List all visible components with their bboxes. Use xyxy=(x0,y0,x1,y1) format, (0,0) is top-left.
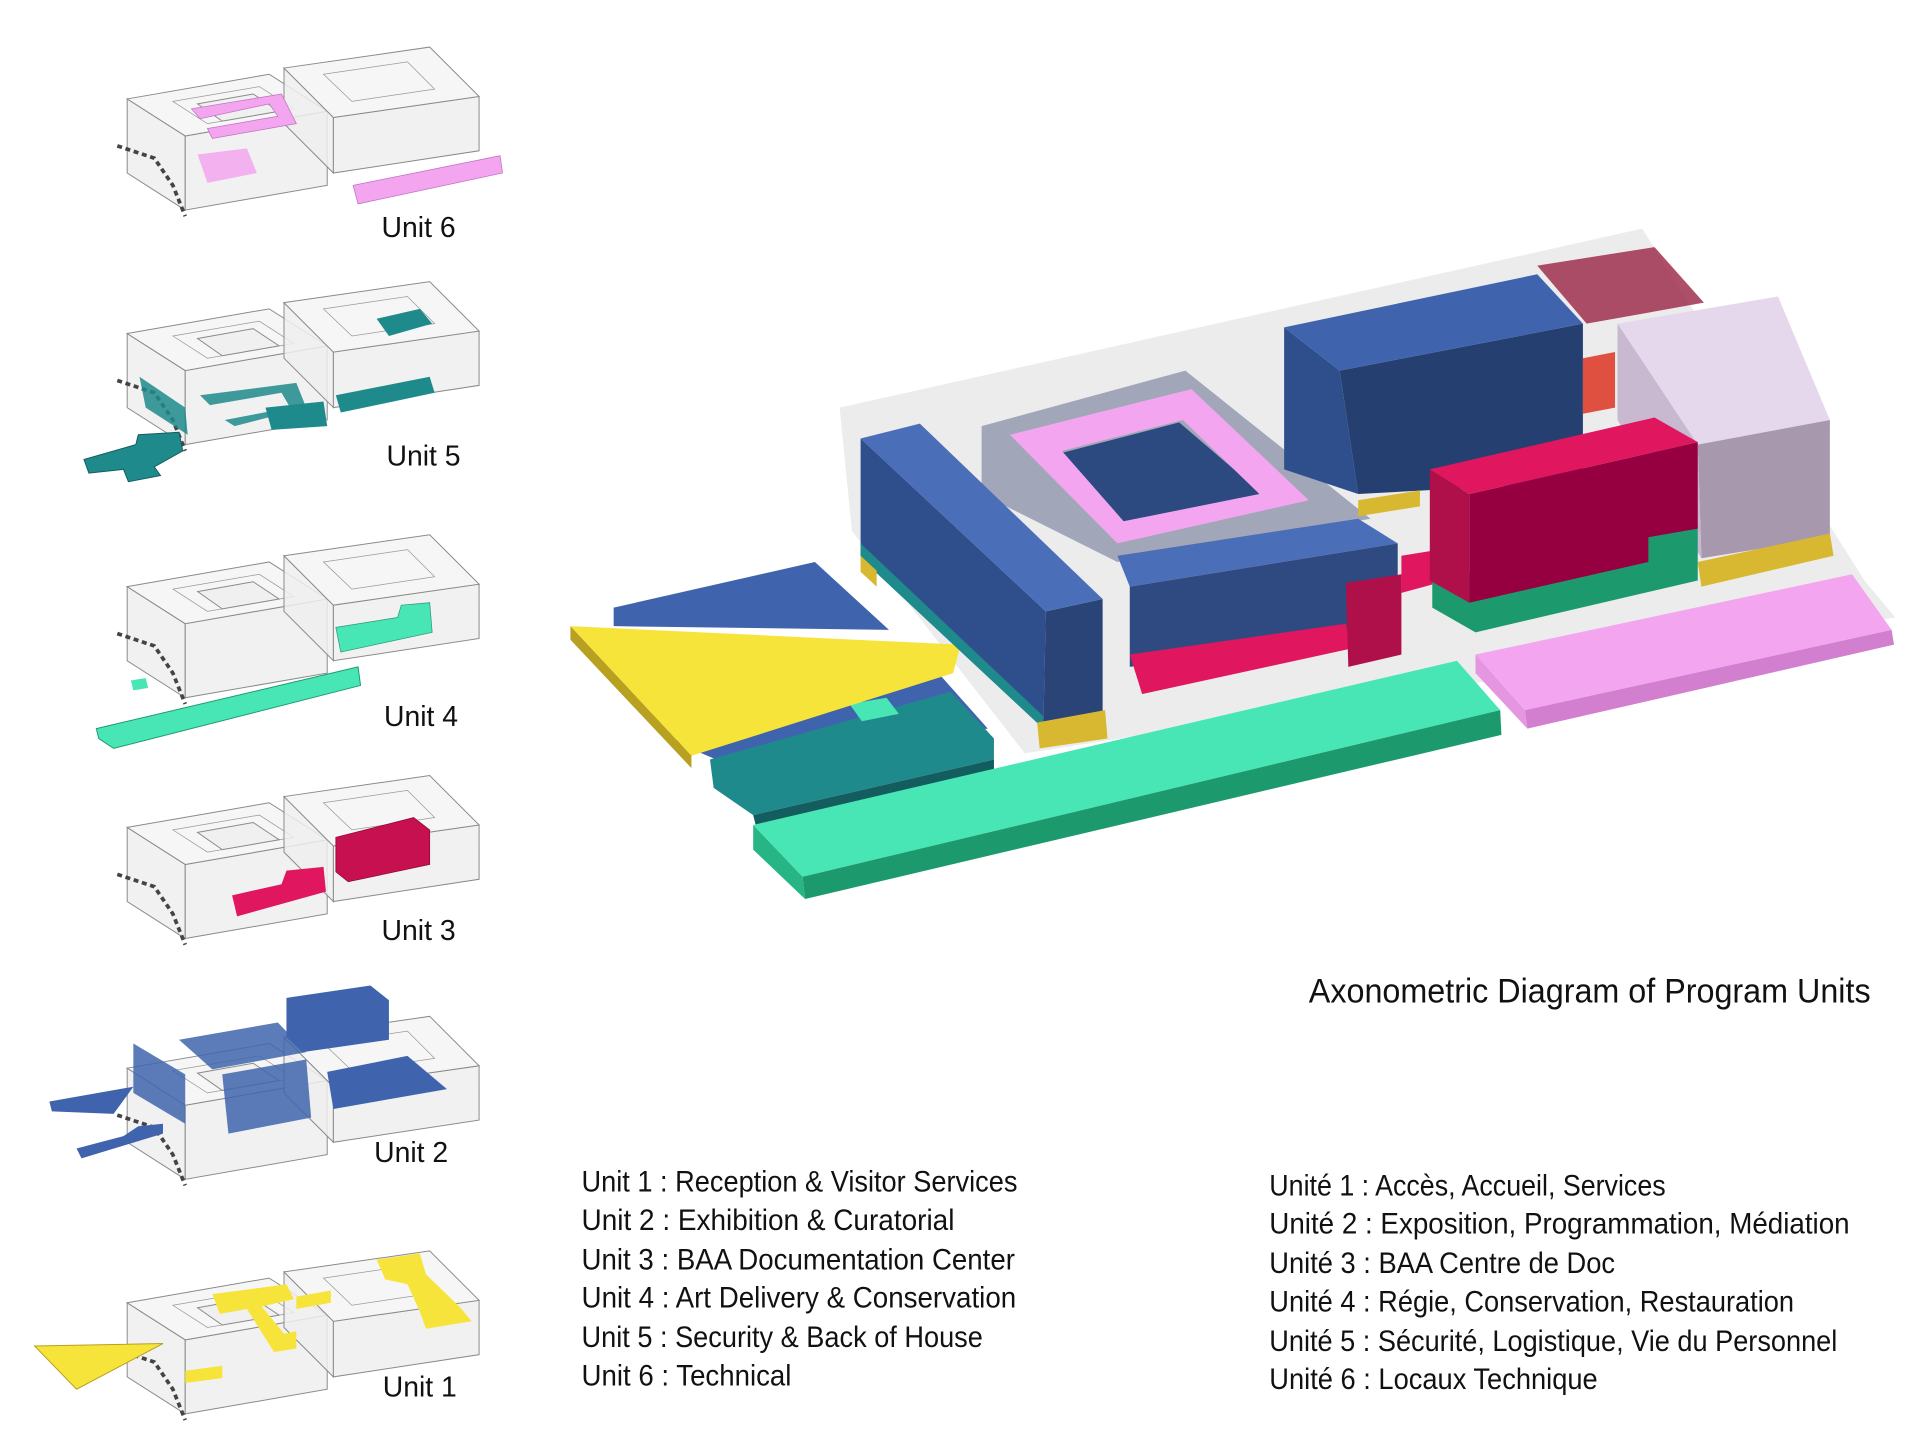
unit2-slab xyxy=(327,1055,447,1109)
unit5-slab xyxy=(335,376,435,413)
unit2-left xyxy=(133,1043,186,1124)
thumbnail-unit-5: Unit 5 xyxy=(83,279,481,483)
yellow-base-right xyxy=(1697,533,1834,587)
thumbnail-label: Unit 6 xyxy=(382,212,456,244)
unit6-ring xyxy=(190,93,297,139)
legend-item: Unit 2 : Exhibition & Curatorial xyxy=(582,1204,955,1237)
unit2-front xyxy=(222,1059,312,1134)
tall-block-front xyxy=(1043,598,1103,729)
pink-slab-front xyxy=(1524,629,1895,729)
main-axonometric xyxy=(570,228,1896,900)
mint-slab-top xyxy=(753,660,1501,877)
unit2-ring xyxy=(179,1022,307,1070)
thumbnail-label: Unit 1 xyxy=(383,1372,457,1404)
diagram-title: Axonometric Diagram of Program Units xyxy=(1309,973,1871,1011)
front-block-top xyxy=(1117,518,1398,587)
courtyard-inner xyxy=(1055,422,1266,525)
unit6-slab xyxy=(352,155,503,205)
plaza-teal xyxy=(709,691,994,816)
plaza-mint-square xyxy=(849,697,899,722)
unit4-square xyxy=(130,678,149,691)
unit1-base xyxy=(185,1365,223,1384)
legend-item: Unité 5 : Sécurité, Logistique, Vie du P… xyxy=(1269,1325,1837,1358)
thumbnail-unit-2: Unit 2 xyxy=(49,985,481,1188)
crimson-side xyxy=(1429,469,1470,603)
unit6-floor xyxy=(197,148,257,183)
legend-item: Unité 3 : BAA Centre de Doc xyxy=(1269,1247,1615,1280)
legend-item: Unité 2 : Exposition, Programmation, Méd… xyxy=(1269,1208,1849,1241)
thumbnail-label: Unit 2 xyxy=(374,1137,448,1169)
unit2-right-block xyxy=(286,985,389,1053)
plaza-yellow-edge xyxy=(570,626,692,769)
thumbnail-unit-4: Unit 4 xyxy=(95,532,481,749)
tall-block-side xyxy=(860,438,1046,729)
pink-slab-side xyxy=(1475,654,1528,729)
legend-item: Unit 6 : Technical xyxy=(582,1360,792,1393)
right-block-side xyxy=(1284,327,1359,495)
red-connector xyxy=(1345,574,1402,667)
thumbnail-unit-1: Unit 1 xyxy=(33,1249,481,1422)
unit5-outdoor xyxy=(83,431,184,483)
unit4-block xyxy=(335,602,433,653)
legend-item: Unit 1 : Reception & Visitor Services xyxy=(582,1166,1018,1199)
crimson-front xyxy=(1469,442,1698,603)
yellow-base-left2 xyxy=(860,555,877,587)
unit5-block xyxy=(265,401,328,430)
lavender-front xyxy=(1697,419,1830,559)
plaza-teal-front xyxy=(753,759,994,825)
yellow-base-left xyxy=(1037,710,1108,749)
unit1-ring xyxy=(212,1284,297,1353)
front-block-front xyxy=(1129,543,1398,667)
tall-block-teal-base xyxy=(860,543,1044,729)
legend-item: Unit 4 : Art Delivery & Conservation xyxy=(582,1282,1017,1315)
unit2-outdoor-a xyxy=(49,1086,134,1114)
orange-strip xyxy=(1582,352,1616,414)
unit5-strip xyxy=(139,376,188,435)
thumbnail-label: Unit 4 xyxy=(384,701,458,733)
unit1-right xyxy=(376,1253,472,1329)
tall-block-top xyxy=(860,423,1103,612)
plaza-blue-upper xyxy=(613,561,890,630)
pink-ring xyxy=(1010,389,1309,544)
unit4-slab xyxy=(95,666,362,749)
yellow-small xyxy=(1358,490,1420,517)
legend-english: Unit 1 : Reception & Visitor Services Un… xyxy=(582,1166,1018,1393)
unit3-block xyxy=(335,817,431,883)
red-strip xyxy=(1129,623,1353,695)
legend-item: Unit 5 : Security & Back of House xyxy=(582,1321,983,1354)
thumbnail-unit-3: Unit 3 xyxy=(115,773,481,947)
unit1-triangle xyxy=(33,1343,164,1390)
plaza-yellow-wedge xyxy=(570,626,961,756)
thumbnail-label: Unit 5 xyxy=(386,441,460,473)
legend-french: Unité 1 : Accès, Accueil, Services Unité… xyxy=(1269,1169,1849,1396)
thumbnail-unit-6: Unit 6 xyxy=(115,45,503,244)
legend-item: Unit 3 : BAA Documentation Center xyxy=(582,1243,1016,1276)
crimson-top xyxy=(1429,417,1698,495)
thumbnail-label: Unit 3 xyxy=(382,915,456,947)
lavender-top xyxy=(1617,296,1830,445)
right-block-top xyxy=(1284,274,1583,371)
maroon-top xyxy=(1537,247,1704,324)
unit5-right-upper xyxy=(376,308,433,336)
legend-item: Unité 4 : Régie, Conservation, Restaurat… xyxy=(1269,1285,1794,1318)
unit5-ring xyxy=(200,382,307,427)
legend-item: Unité 6 : Locaux Technique xyxy=(1269,1363,1597,1396)
unit2-outdoor-b xyxy=(76,1123,163,1159)
legend-item: Unité 1 : Accès, Accueil, Services xyxy=(1269,1169,1665,1202)
mint-slab-front xyxy=(802,710,1502,900)
plaza-blue-lower xyxy=(672,673,988,760)
unit3-strip xyxy=(232,866,326,917)
pink-slab-top xyxy=(1475,574,1892,711)
mint-slab-side xyxy=(753,824,806,900)
